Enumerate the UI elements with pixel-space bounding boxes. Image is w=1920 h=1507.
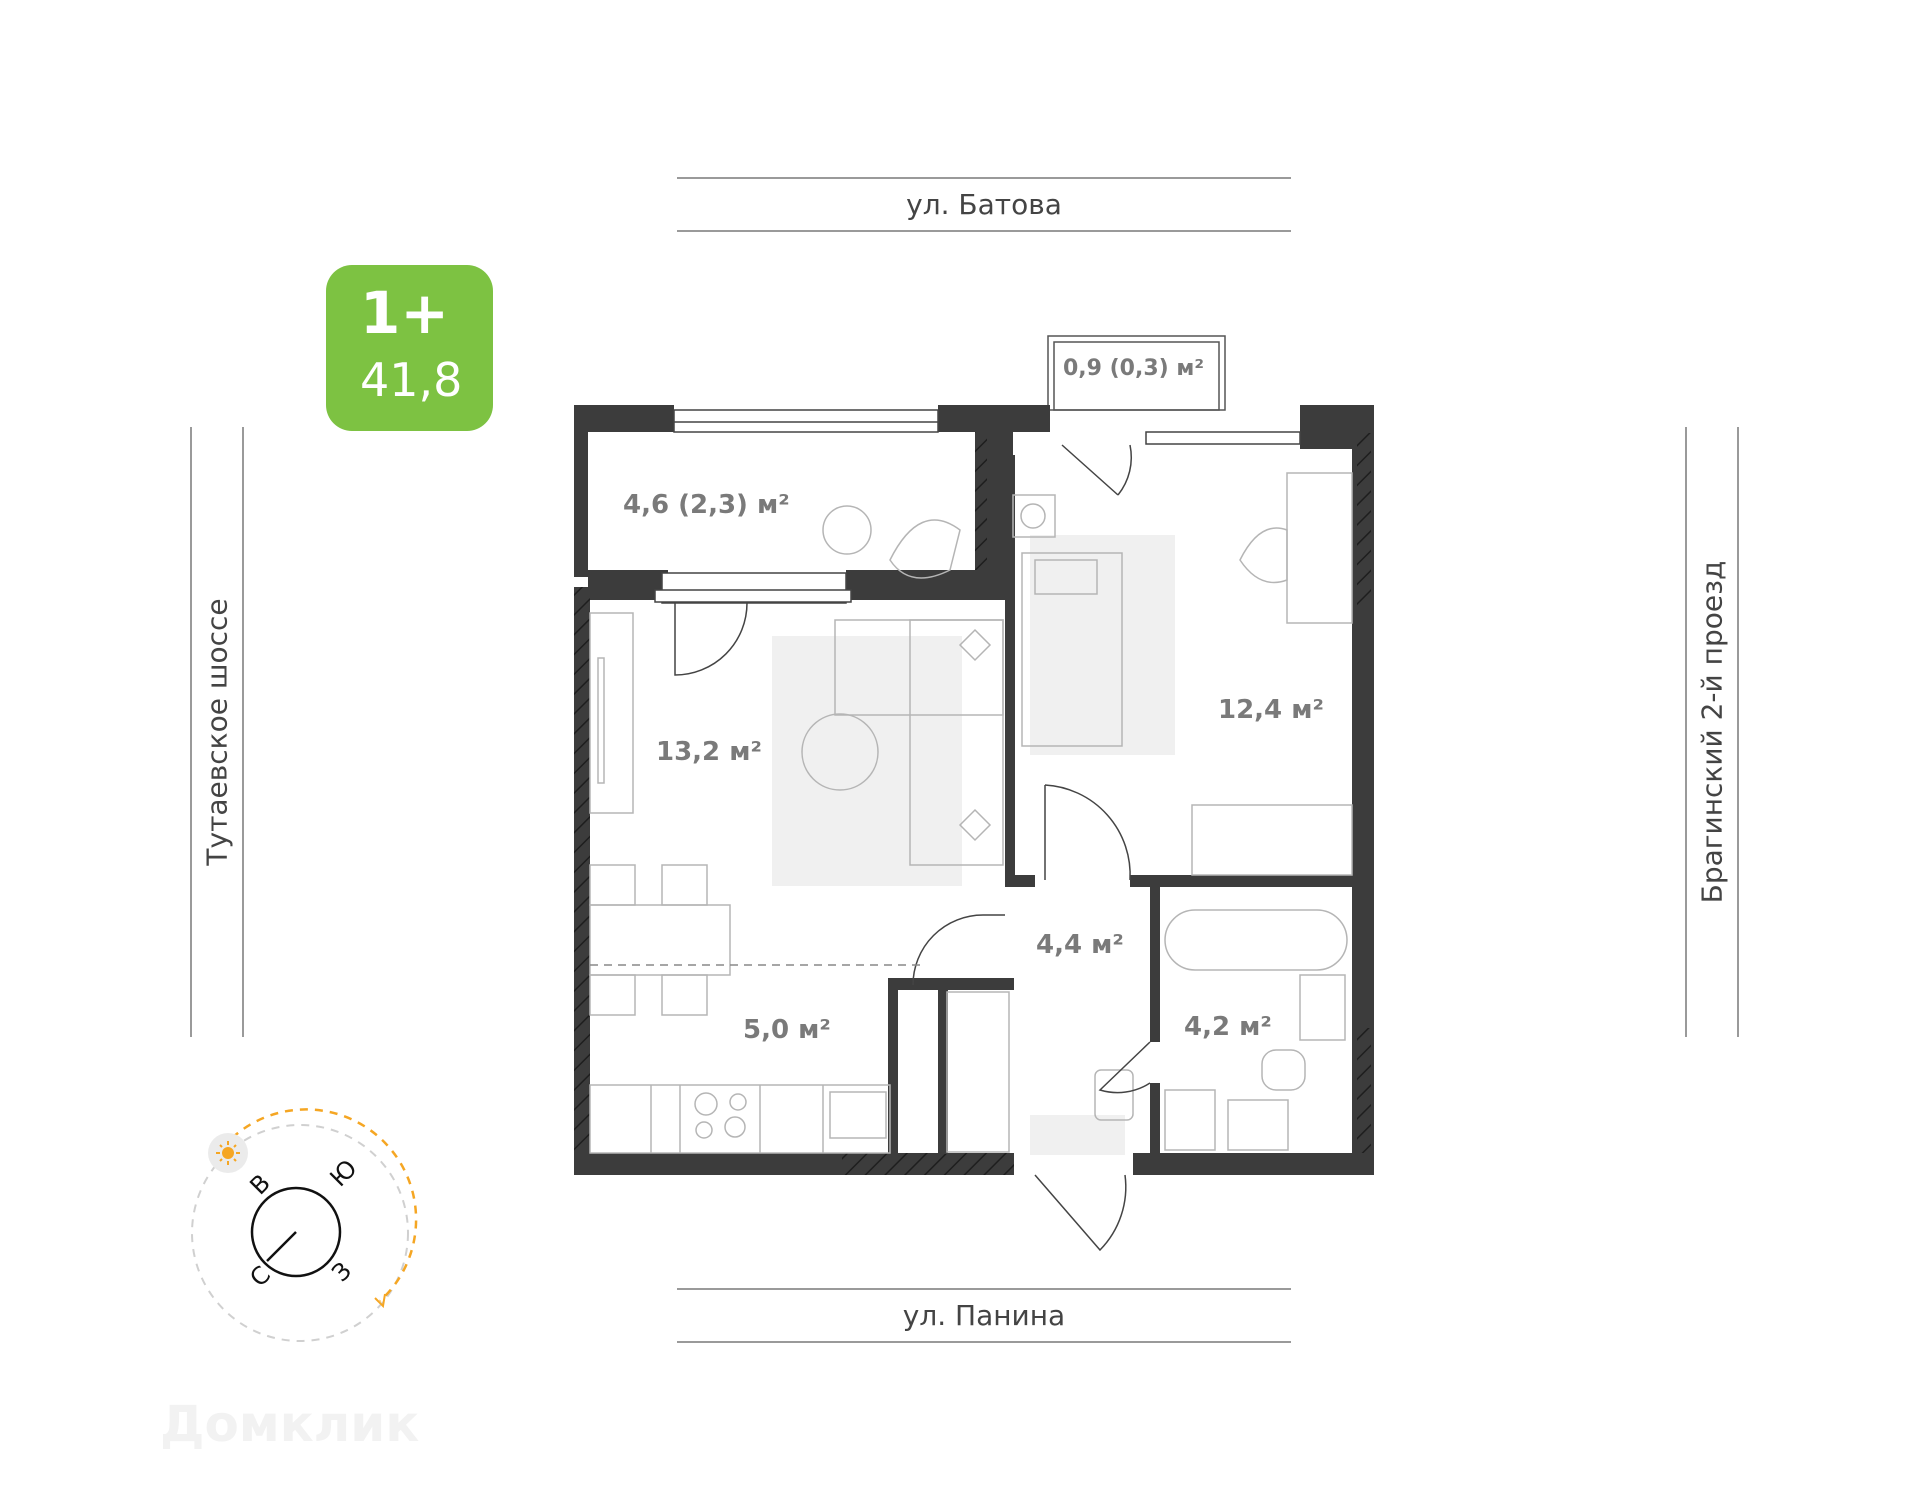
rugs bbox=[772, 535, 1175, 1155]
room-area-living: 13,2 м² bbox=[656, 737, 762, 767]
compass-south: Ю bbox=[324, 1154, 362, 1192]
compass-north: С bbox=[244, 1261, 276, 1293]
compass: В Ю З С bbox=[191, 1108, 418, 1342]
room-area-hall: 4,4 м² bbox=[1036, 930, 1124, 960]
room-area-kitchen: 5,0 м² bbox=[743, 1015, 831, 1045]
balcony bbox=[1047, 335, 1226, 411]
room-area-loggia: 4,6 (2,3) м² bbox=[623, 490, 790, 520]
room-area-balcony: 0,9 (0,3) м² bbox=[1063, 356, 1204, 381]
windows bbox=[654, 409, 1301, 604]
compass-west: З bbox=[326, 1257, 357, 1288]
apartment-badge: 1+ 41,8 bbox=[326, 265, 493, 431]
street-top-label: ул. Батова bbox=[906, 188, 1062, 221]
sun-icon bbox=[208, 1133, 248, 1173]
street-top: ул. Батова bbox=[677, 177, 1291, 232]
furniture bbox=[589, 472, 1353, 1154]
walls bbox=[574, 405, 1374, 1175]
room-area-bathroom: 4,2 м² bbox=[1184, 1012, 1272, 1042]
street-bottom: ул. Панина bbox=[677, 1288, 1291, 1343]
total-area: 41,8 bbox=[360, 353, 463, 407]
street-left: Тутаевское шоссе bbox=[190, 427, 244, 1037]
street-bottom-label: ул. Панина bbox=[902, 1299, 1066, 1332]
rooms-count: 1+ bbox=[360, 279, 449, 347]
watermark: Домклик bbox=[160, 1395, 420, 1453]
doors bbox=[590, 444, 1151, 1252]
street-right: Брагинский 2-й проезд bbox=[1685, 427, 1739, 1037]
room-area-bedroom: 12,4 м² bbox=[1218, 695, 1324, 725]
